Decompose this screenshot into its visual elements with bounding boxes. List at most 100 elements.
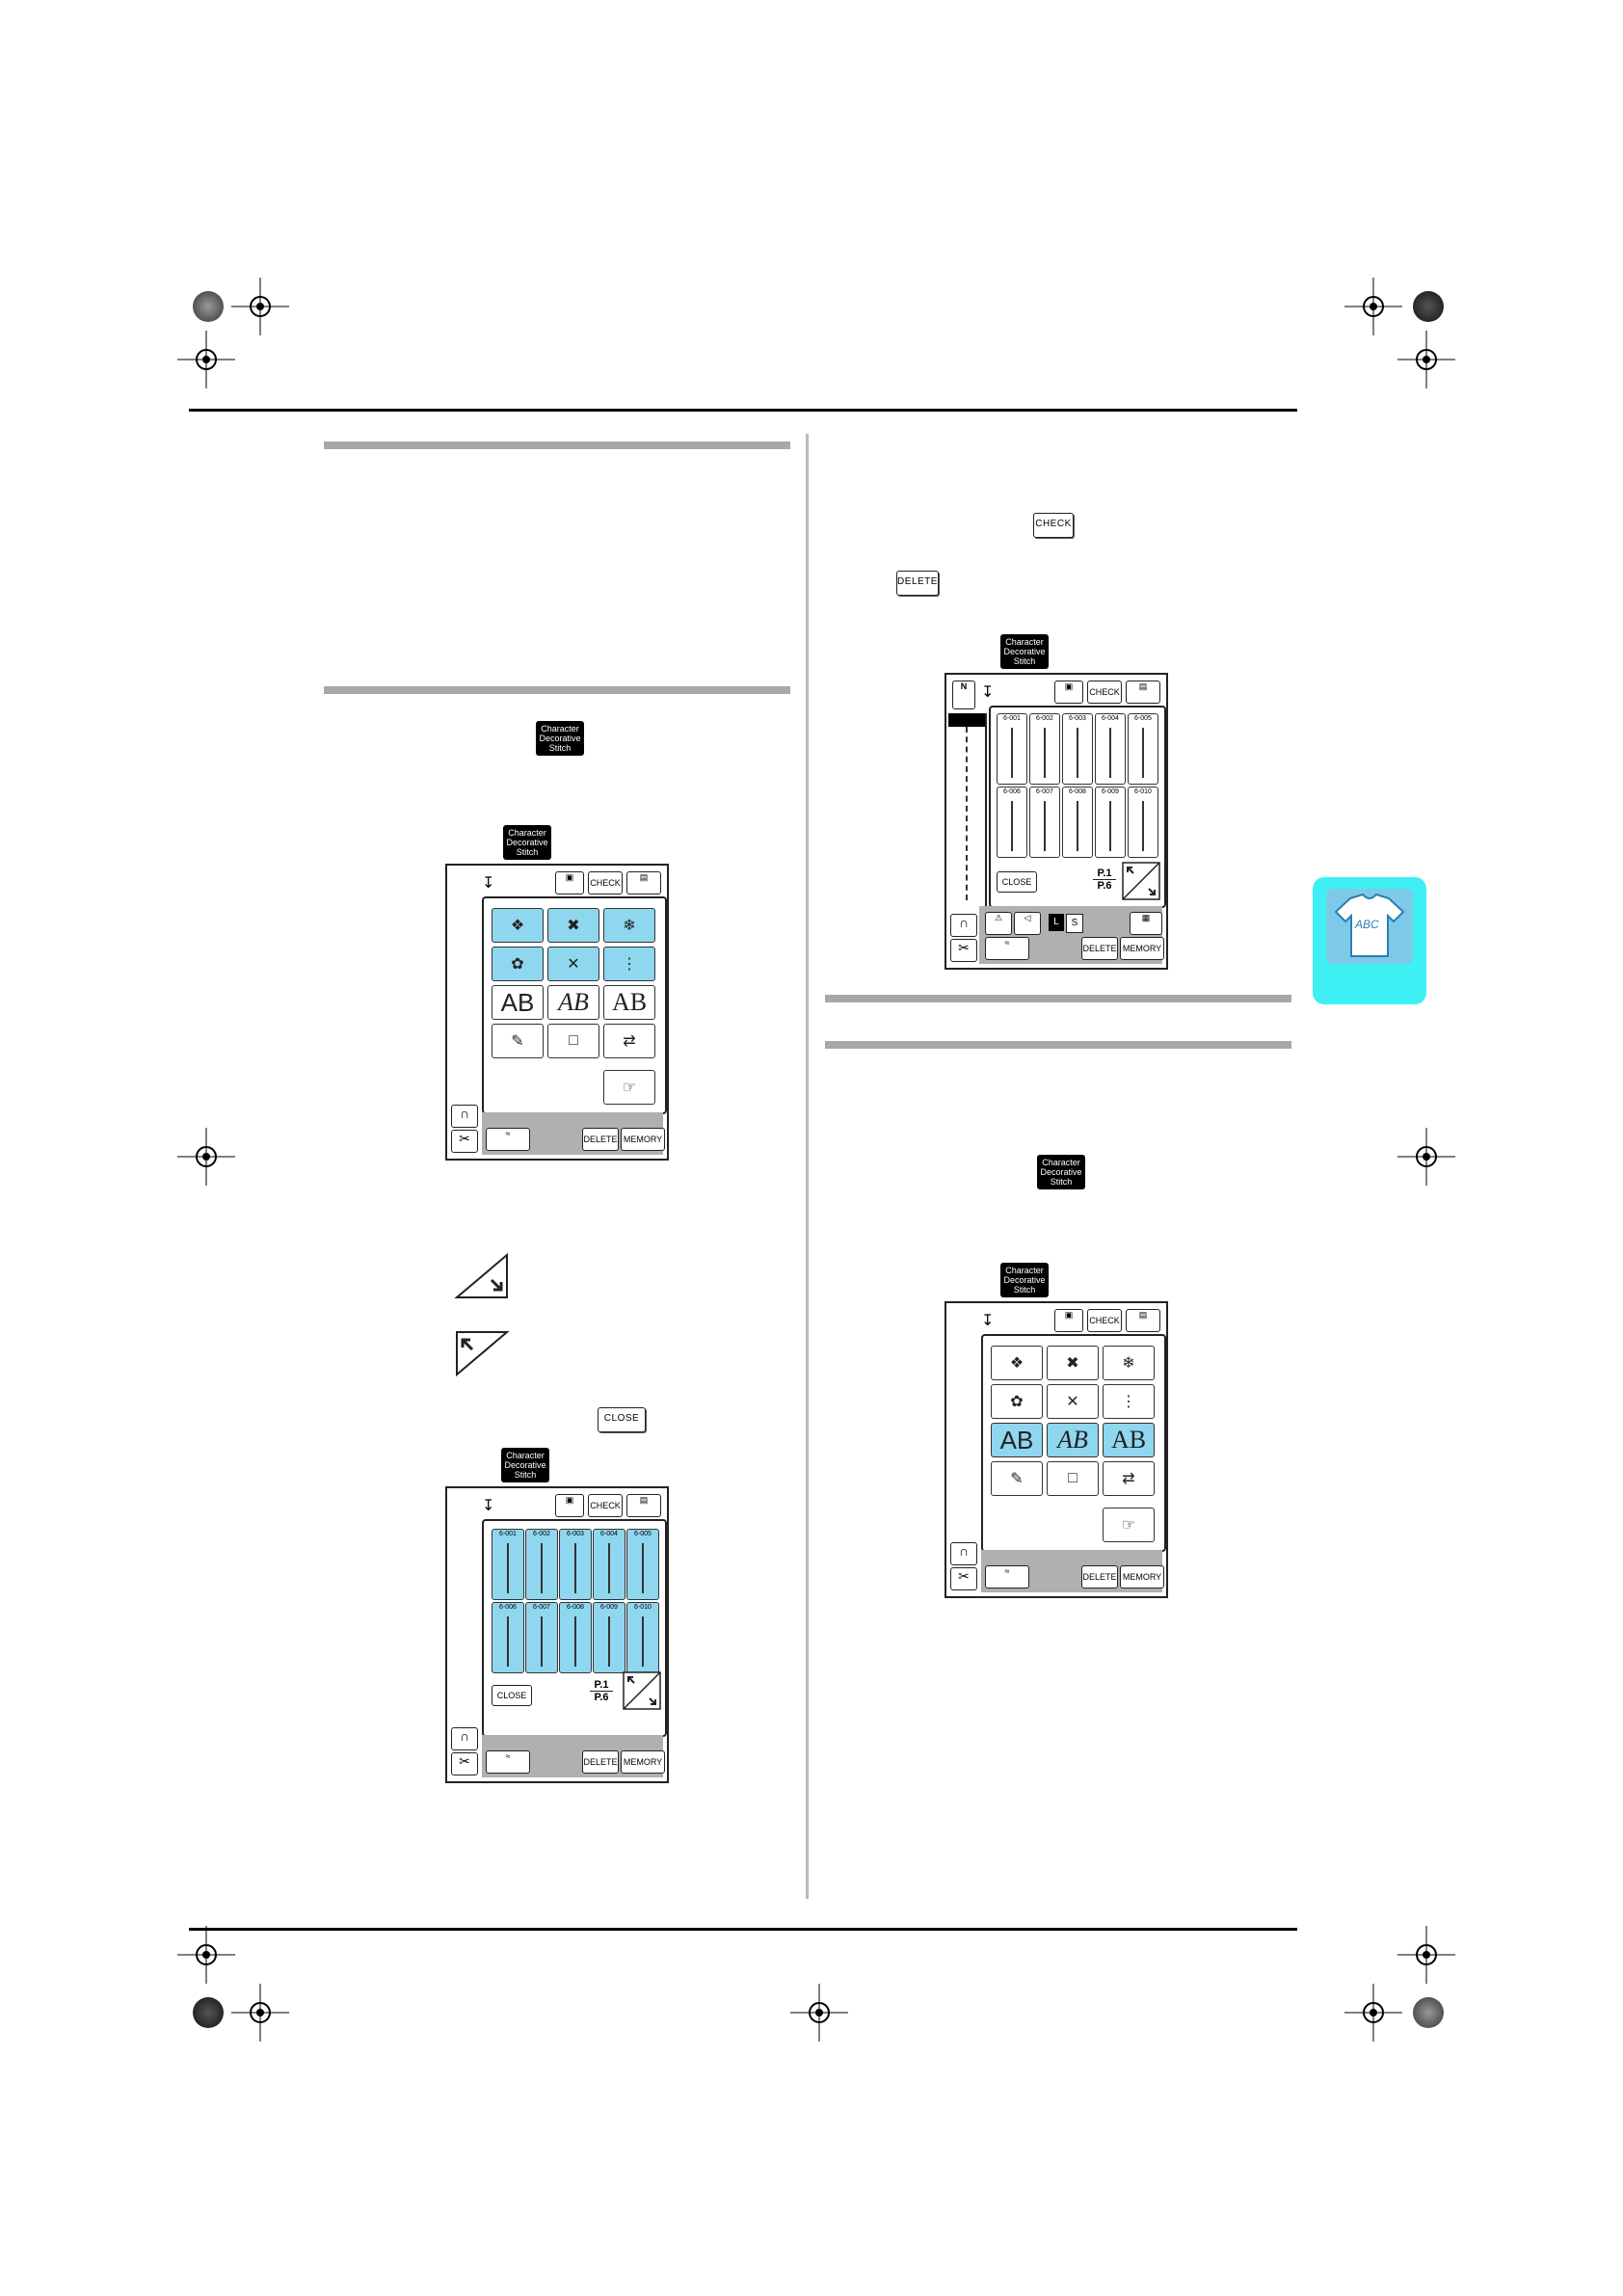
page-nav-icon[interactable] bbox=[1122, 862, 1160, 900]
lock-icon[interactable]: ▣ bbox=[1054, 681, 1083, 704]
scissors-icon[interactable]: ✂ bbox=[451, 1130, 478, 1153]
stitch-preview-icon[interactable]: ≈ bbox=[985, 937, 1029, 960]
category-decorative-4[interactable]: ✿ bbox=[492, 947, 544, 981]
stitch-tile[interactable]: 6-007 bbox=[1029, 787, 1060, 858]
stitch-tile[interactable]: 6-005 bbox=[1128, 713, 1158, 785]
tab-icon-text: ABC bbox=[1355, 918, 1379, 931]
stitch-tile[interactable]: 6-010 bbox=[626, 1602, 659, 1673]
category-my-design[interactable]: ✎ bbox=[991, 1461, 1043, 1496]
stitch-tile[interactable]: 6-008 bbox=[559, 1602, 592, 1673]
needle-icon: ↧ bbox=[981, 684, 995, 701]
memory-button[interactable]: MEMORY bbox=[1120, 937, 1164, 960]
check-button[interactable]: CHECK bbox=[1087, 681, 1122, 704]
lock-icon[interactable]: ▣ bbox=[1054, 1309, 1083, 1332]
category-decorative-2[interactable]: ✖ bbox=[1047, 1346, 1099, 1380]
stitch-tile[interactable]: 6-002 bbox=[1029, 713, 1060, 785]
stitch-tile[interactable]: 6-002 bbox=[525, 1529, 558, 1600]
check-button[interactable]: CHECK bbox=[588, 871, 623, 894]
help-icon[interactable]: ▤ bbox=[1126, 1309, 1160, 1332]
delete-button[interactable]: DELETE bbox=[896, 571, 939, 596]
reverse-stitch-icon[interactable]: ∩ bbox=[950, 914, 977, 937]
memory-button[interactable]: MEMORY bbox=[1120, 1565, 1164, 1589]
check-button[interactable]: CHECK bbox=[1033, 513, 1074, 538]
mirror-icon[interactable]: ◁ bbox=[1014, 912, 1041, 935]
needle-icon: ↧ bbox=[482, 875, 495, 892]
warning-icon[interactable]: ⚠ bbox=[985, 912, 1012, 935]
stitch-tile[interactable]: 6-003 bbox=[1062, 713, 1093, 785]
retrieve-icon[interactable]: ☞ bbox=[1103, 1508, 1155, 1542]
stitch-preview-icon[interactable]: ≈ bbox=[486, 1128, 530, 1151]
category-text-block[interactable]: AB bbox=[492, 985, 544, 1020]
stitch-tile[interactable]: 6-001 bbox=[492, 1529, 524, 1600]
category-decorative-6[interactable]: ⋮ bbox=[1103, 1384, 1155, 1419]
category-usb[interactable]: ⇄ bbox=[603, 1024, 655, 1058]
density-icon[interactable]: ▦ bbox=[1130, 912, 1162, 935]
category-text-script[interactable]: AB bbox=[547, 985, 599, 1020]
delete-button[interactable]: DELETE bbox=[582, 1128, 619, 1151]
stitch-tile[interactable]: 6-003 bbox=[559, 1529, 592, 1600]
category-decorative-1[interactable]: ❖ bbox=[492, 908, 544, 943]
memory-button[interactable]: MEMORY bbox=[621, 1128, 665, 1151]
next-page-icon[interactable] bbox=[453, 1251, 511, 1301]
category-text-outline[interactable]: AB bbox=[603, 985, 655, 1020]
category-decorative-5[interactable]: ✕ bbox=[1047, 1384, 1099, 1419]
category-pocket[interactable]: □ bbox=[547, 1024, 599, 1058]
reverse-stitch-icon[interactable]: ∩ bbox=[451, 1105, 478, 1128]
page-nav-icon[interactable] bbox=[623, 1671, 661, 1710]
memory-button[interactable]: MEMORY bbox=[621, 1750, 665, 1774]
close-button[interactable]: CLOSE bbox=[997, 871, 1037, 893]
help-icon[interactable]: ▤ bbox=[1126, 681, 1160, 704]
help-icon[interactable]: ▤ bbox=[626, 1494, 661, 1517]
stitch-pattern-panel: 6-001 6-002 6-003 6-004 6-005 6-006 6-00… bbox=[482, 1519, 667, 1737]
category-text-outline[interactable]: AB bbox=[1103, 1423, 1155, 1457]
previous-page-icon[interactable] bbox=[453, 1328, 511, 1378]
category-usb[interactable]: ⇄ bbox=[1103, 1461, 1155, 1496]
reverse-stitch-icon[interactable]: ∩ bbox=[451, 1727, 478, 1750]
check-button[interactable]: CHECK bbox=[1087, 1309, 1122, 1332]
scissors-icon[interactable]: ✂ bbox=[950, 1567, 977, 1590]
stitch-tile[interactable]: 6-006 bbox=[997, 787, 1027, 858]
reverse-stitch-icon[interactable]: ∩ bbox=[950, 1542, 977, 1565]
category-decorative-4[interactable]: ✿ bbox=[991, 1384, 1043, 1419]
print-target-icon bbox=[193, 291, 224, 322]
stitch-tile[interactable]: 6-004 bbox=[593, 1529, 625, 1600]
category-text-block[interactable]: AB bbox=[991, 1423, 1043, 1457]
category-pocket[interactable]: □ bbox=[1047, 1461, 1099, 1496]
stitch-tile[interactable]: 6-008 bbox=[1062, 787, 1093, 858]
category-decorative-6[interactable]: ⋮ bbox=[603, 947, 655, 981]
stitch-preview-icon[interactable]: ≈ bbox=[985, 1565, 1029, 1589]
stitch-tile[interactable]: 6-006 bbox=[492, 1602, 524, 1673]
lock-icon[interactable]: ▣ bbox=[555, 871, 584, 894]
close-button[interactable]: CLOSE bbox=[492, 1685, 532, 1706]
stitch-tile[interactable]: 6-001 bbox=[997, 713, 1027, 785]
lock-icon[interactable]: ▣ bbox=[555, 1494, 584, 1517]
stitch-tile[interactable]: 6-004 bbox=[1095, 713, 1126, 785]
stitch-tile[interactable]: 6-009 bbox=[593, 1602, 625, 1673]
category-decorative-3[interactable]: ❄ bbox=[1103, 1346, 1155, 1380]
stitch-tile[interactable]: 6-009 bbox=[1095, 787, 1126, 858]
size-large-toggle[interactable]: L bbox=[1049, 914, 1064, 931]
category-decorative-2[interactable]: ✖ bbox=[547, 908, 599, 943]
category-decorative-1[interactable]: ❖ bbox=[991, 1346, 1043, 1380]
category-my-design[interactable]: ✎ bbox=[492, 1024, 544, 1058]
stitch-category-panel: ❖ ✖ ❄ ✿ ✕ ⋮ AB AB AB ✎ □ ⇄ ☞ bbox=[482, 896, 667, 1114]
close-button[interactable]: CLOSE bbox=[598, 1407, 646, 1432]
delete-button[interactable]: DELETE bbox=[1081, 937, 1118, 960]
category-decorative-5[interactable]: ✕ bbox=[547, 947, 599, 981]
help-icon[interactable]: ▤ bbox=[626, 871, 661, 894]
check-button[interactable]: CHECK bbox=[588, 1494, 623, 1517]
scissors-icon[interactable]: ✂ bbox=[950, 939, 977, 962]
retrieve-icon[interactable]: ☞ bbox=[603, 1070, 655, 1105]
category-decorative-3[interactable]: ❄ bbox=[603, 908, 655, 943]
size-small-toggle[interactable]: S bbox=[1066, 914, 1083, 933]
scissors-icon[interactable]: ✂ bbox=[451, 1752, 478, 1775]
delete-button[interactable]: DELETE bbox=[582, 1750, 619, 1774]
stitch-preview-icon[interactable]: ≈ bbox=[486, 1750, 530, 1774]
stitch-tile[interactable]: 6-005 bbox=[626, 1529, 659, 1600]
category-text-script[interactable]: AB bbox=[1047, 1423, 1099, 1457]
stitch-tile[interactable]: 6-010 bbox=[1128, 787, 1158, 858]
stitch-tile[interactable]: 6-007 bbox=[525, 1602, 558, 1673]
delete-button[interactable]: DELETE bbox=[1081, 1565, 1118, 1589]
